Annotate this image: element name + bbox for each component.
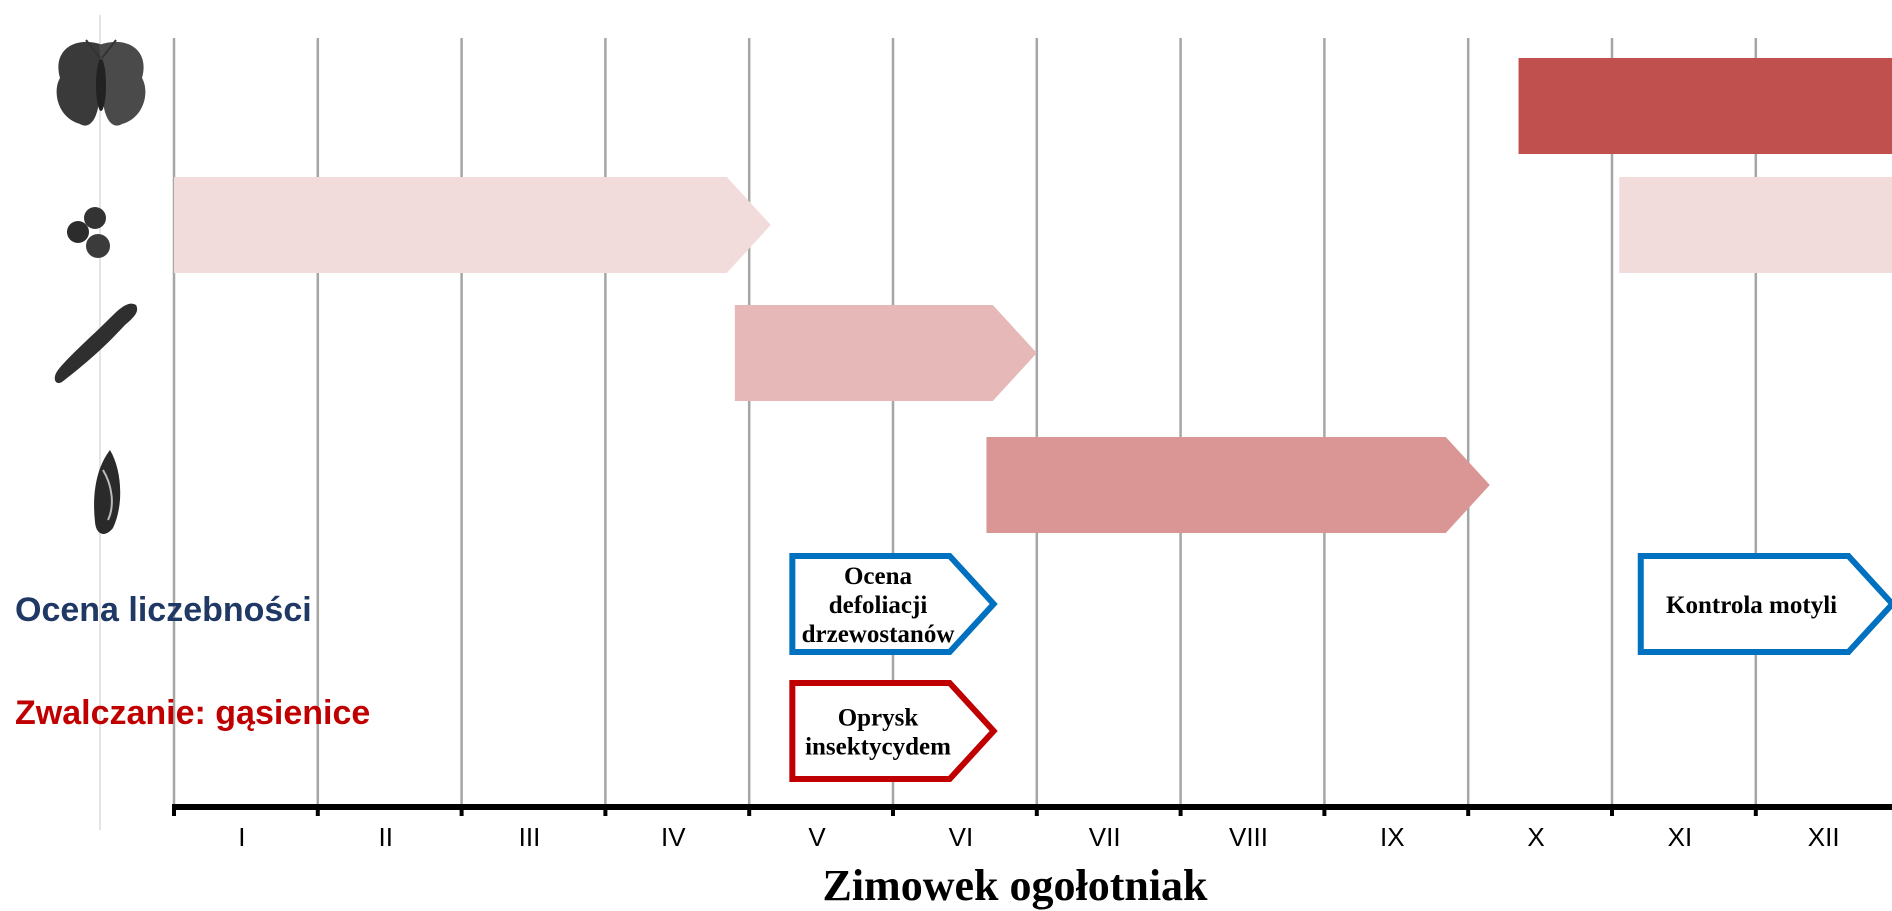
- activity-box-shape: [1637, 553, 1892, 655]
- stage-bar: [1619, 177, 1892, 273]
- eggs-icon: [67, 207, 110, 258]
- month-label: X: [1527, 822, 1544, 852]
- stage-bars: [174, 58, 1892, 533]
- activity-label-control: Zwalczanie: gąsienice: [15, 694, 370, 732]
- stage-bar: [174, 177, 771, 273]
- activity-box-text: drzewostanów: [802, 621, 955, 648]
- month-label: IV: [661, 822, 686, 852]
- chart-title: Zimowek ogołotniak: [822, 861, 1208, 910]
- stage-bar: [986, 437, 1490, 533]
- activity-box-text: insektycydem: [805, 734, 951, 761]
- activity-box-text: Ocena: [844, 563, 913, 590]
- month-label: XI: [1668, 822, 1693, 852]
- caterpillar-icon: [54, 303, 138, 384]
- stage-bar: [734, 305, 1037, 401]
- month-label: V: [808, 822, 826, 852]
- month-label: VIII: [1229, 822, 1268, 852]
- month-label: IX: [1380, 822, 1405, 852]
- month-label: XII: [1808, 822, 1840, 852]
- month-label: I: [238, 822, 245, 852]
- activity-box: Kontrola motyli: [1637, 553, 1892, 655]
- month-label: VI: [949, 822, 974, 852]
- activity-box-text: Oprysk: [838, 705, 919, 732]
- month-label: III: [519, 822, 541, 852]
- month-gridlines: [172, 38, 1758, 805]
- month-label: II: [378, 822, 392, 852]
- activity-box-shape: [789, 680, 998, 782]
- activity-label-assessment: Ocena liczebności: [15, 591, 312, 629]
- stage-icons: [54, 39, 146, 534]
- activity-box-text: defoliacji: [829, 592, 928, 619]
- moth-icon: [56, 39, 146, 126]
- pupa-icon: [94, 450, 121, 534]
- activity-box-shape: [789, 553, 998, 655]
- month-label: VII: [1089, 822, 1121, 852]
- stage-bar: [1518, 58, 1892, 154]
- activity-box-text: Kontrola motyli: [1666, 592, 1837, 619]
